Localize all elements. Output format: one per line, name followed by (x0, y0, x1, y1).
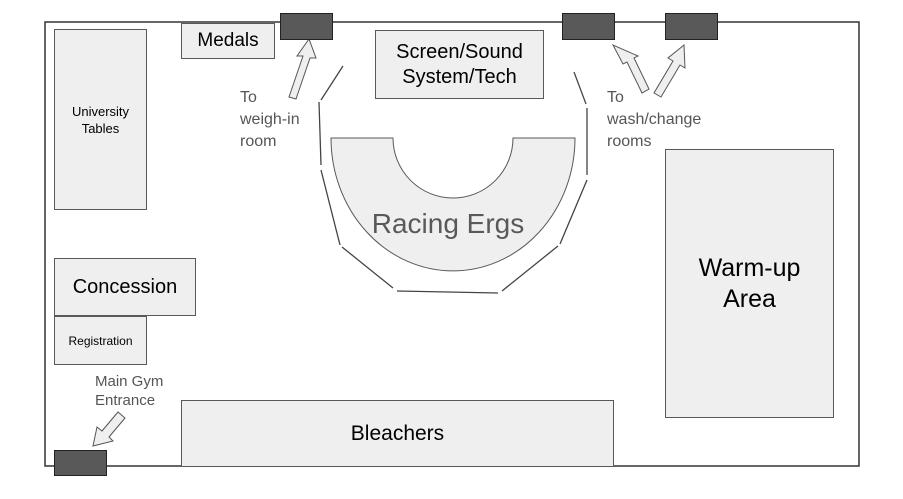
bleachers-label: Bleachers (350, 421, 445, 445)
medals-region: Medals (181, 23, 275, 59)
registration-label: Registration (68, 333, 133, 348)
medals-label: Medals (197, 30, 259, 51)
door-main-entrance (54, 450, 107, 476)
warmup-label: Warm-up Area (698, 253, 801, 313)
warmup-region: Warm-up Area (665, 149, 834, 418)
door-wash-right (665, 13, 718, 40)
bleachers-region: Bleachers (181, 400, 614, 467)
erg-fence (318, 65, 588, 294)
registration-region: Registration (54, 316, 147, 365)
screen-sound-tech-label: Screen/Sound System/Tech (396, 40, 523, 88)
arrow-wash-right-icon (653, 43, 686, 98)
university-tables-region: University Tables (54, 29, 147, 210)
arrow-weigh-in-icon (288, 37, 317, 100)
concession-label: Concession (72, 275, 178, 298)
screen-sound-tech-region: Screen/Sound System/Tech (375, 30, 544, 99)
concession-region: Concession (54, 258, 196, 316)
arrow-entrance-icon (92, 411, 126, 447)
wash-change-note: To wash/change rooms (607, 89, 702, 150)
door-wash-left (562, 13, 615, 40)
university-tables-label: University Tables (71, 103, 130, 136)
racing-ergs-shape (330, 137, 576, 272)
door-weigh-in (280, 13, 333, 40)
weigh-in-note: To weigh-in room (240, 89, 300, 150)
racing-ergs-label: Racing Ergs (372, 208, 525, 239)
arrow-wash-left-icon (611, 43, 650, 94)
main-entrance-note: Main Gym Entrance (95, 373, 164, 409)
